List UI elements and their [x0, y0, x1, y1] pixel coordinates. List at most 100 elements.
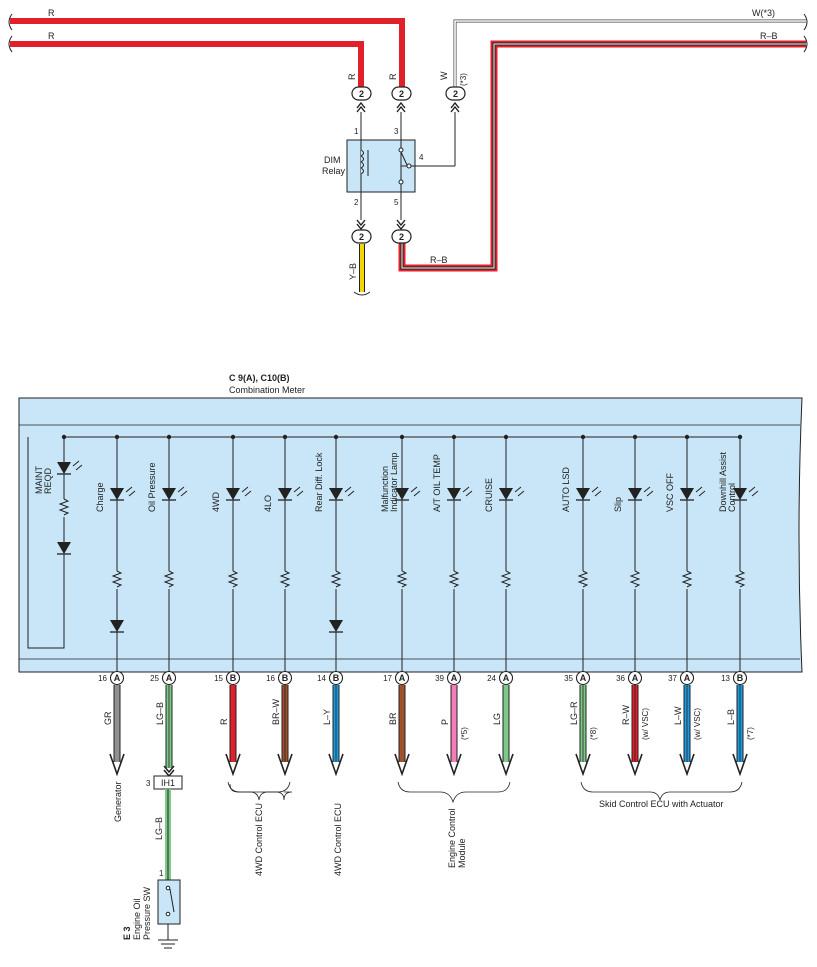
- pin-number: 4: [419, 153, 424, 162]
- wire-w: [453, 19, 806, 88]
- lamp-label: MAINT: [34, 466, 44, 495]
- pin-number: 13: [721, 674, 730, 683]
- pin-number: 3: [146, 779, 151, 788]
- connector-letter: A: [503, 673, 510, 683]
- svg-text:2: 2: [399, 89, 404, 99]
- wire-label-w: W: [439, 71, 449, 80]
- meter-title: Combination Meter: [229, 385, 305, 395]
- pin-number: 5: [394, 198, 399, 207]
- relay-name: Relay: [322, 166, 346, 176]
- pin-number: 25: [150, 674, 159, 683]
- wire-note: (*5): [460, 727, 469, 740]
- switch-code: E 3: [122, 926, 132, 940]
- indicator-lamp: A/T OIL TEMP: [432, 434, 473, 672]
- dest-4wd-ecu: 4WD Control ECU: [333, 803, 343, 876]
- meter-terminal: B 13L–B (*7): [721, 670, 755, 777]
- lamp-label: Indicator Lamp: [389, 452, 399, 512]
- lamp-label: A/T OIL TEMP: [432, 454, 442, 512]
- connector-letter: A: [399, 673, 406, 683]
- lamp-label: Downhill Assist: [718, 451, 728, 512]
- connector-letter: B: [333, 673, 340, 683]
- lamp-label: Rear Diff. Lock: [314, 452, 324, 512]
- indicator-lamp: AUTO LSD: [561, 434, 602, 672]
- bracket: [227, 781, 291, 801]
- wire-label: R–W: [621, 704, 631, 725]
- connector-2: 2: [391, 86, 412, 101]
- lamp-label: Slip: [613, 497, 623, 512]
- connector-letter: B: [737, 673, 744, 683]
- wire-label: L–W: [673, 706, 683, 725]
- connector-2: 2: [351, 229, 372, 244]
- pin-number: 1: [159, 869, 164, 878]
- wire-break-marker: [803, 35, 808, 53]
- pin-number: 3: [394, 127, 399, 136]
- lamp-label: VSC OFF: [665, 472, 675, 512]
- dest-ecm: Engine Control: [447, 808, 457, 868]
- pin-number: 1: [354, 127, 359, 136]
- wire-label-rb: R–B: [430, 255, 448, 265]
- lamp-label: AUTO LSD: [561, 467, 571, 512]
- connector-letter: A: [166, 673, 173, 683]
- wire-note: (*7): [746, 727, 755, 740]
- pin-number: 17: [383, 674, 392, 683]
- wire-label: LG–B: [155, 702, 165, 725]
- wire-note: (*8): [589, 727, 598, 740]
- wire-label-r: R: [347, 73, 357, 80]
- wire-label-w3: W(*3): [752, 8, 775, 18]
- connector-2: 2: [391, 229, 412, 244]
- lamp-label: Control: [727, 483, 737, 512]
- wire-label-r: R: [388, 73, 398, 80]
- lamp-label: 4LO: [263, 495, 273, 512]
- indicator-lamp: Oil Pressure: [147, 434, 188, 672]
- oil-pressure-switch: [157, 879, 181, 949]
- wire-break-marker: [803, 13, 808, 31]
- pin-number: 24: [487, 674, 496, 683]
- svg-text:2: 2: [359, 232, 364, 242]
- pin-number: 14: [317, 674, 326, 683]
- wire-label: LG: [492, 713, 502, 725]
- wire-label: R: [219, 718, 229, 725]
- lamp-label: CRUISE: [484, 478, 494, 512]
- dim-relay: [346, 112, 456, 220]
- connector-letter: A: [114, 673, 121, 683]
- wire-break-marker: [8, 35, 13, 53]
- pin-number: 36: [616, 674, 625, 683]
- bracket: [580, 781, 743, 801]
- wire-label: L–Y: [322, 709, 332, 725]
- svg-text:IH1: IH1: [161, 778, 175, 788]
- relay-name: DIM: [324, 155, 341, 165]
- pin-number: 35: [564, 674, 573, 683]
- connector-2: 2: [445, 86, 466, 101]
- meter-terminals: A16GRA25LG–BB15RB16BR–WB14L–YA17BRA39P(*…: [98, 670, 755, 778]
- connector-letter: A: [580, 673, 587, 683]
- svg-text:2: 2: [359, 89, 364, 99]
- wire-label-r: R: [48, 31, 55, 41]
- connector-letter: A: [632, 673, 639, 683]
- meter-code: C 9(A), C10(B): [229, 373, 290, 383]
- pin-number: 16: [98, 674, 107, 683]
- dest-4wd-ecu: 4WD Control ECU: [254, 803, 264, 876]
- pin-number: 15: [214, 674, 223, 683]
- wire-label: BR: [388, 712, 398, 725]
- wire-label-yb: Y–B: [348, 263, 358, 280]
- wire-label-rb: R–B: [760, 31, 778, 41]
- connector-2: 2: [351, 86, 372, 101]
- indicator-lamp: Rear Diff. Lock: [314, 434, 355, 672]
- wire-r-top: [10, 18, 405, 88]
- wire-label: LG–B: [154, 817, 164, 840]
- wire-label: L–B: [726, 709, 736, 725]
- wire-note: (w/ VSC): [693, 708, 702, 740]
- wire-break-marker: [8, 13, 13, 31]
- wire-label: P: [440, 719, 450, 725]
- switch-name: Engine Oil: [132, 898, 142, 940]
- connector-ih1: IH1: [153, 775, 183, 790]
